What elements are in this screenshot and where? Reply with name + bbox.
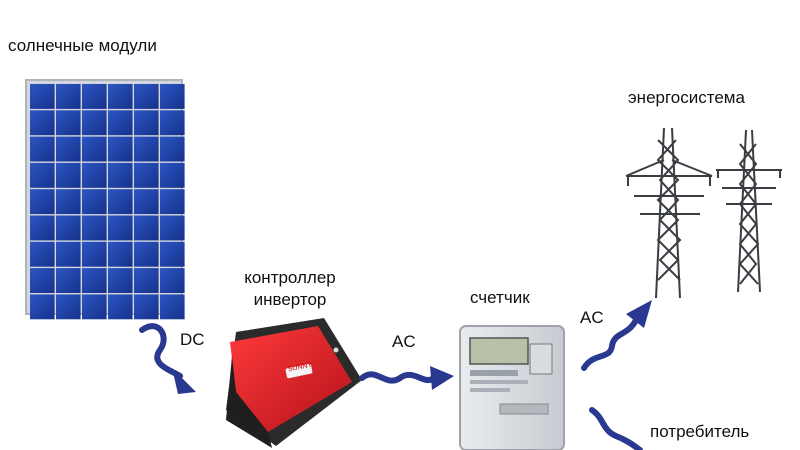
solar-cell [56,189,81,215]
solar-cell [108,268,133,293]
power-tower-2-icon [716,129,782,293]
dc-arrow-label: DC [180,330,205,349]
solar-cell [108,110,133,136]
solar-cell [82,162,107,188]
solar-cell [82,294,107,320]
solar-cell [134,162,159,188]
solar-cell [30,241,55,267]
inverter-icon [226,318,362,448]
ac-arrow-meter-grid-label: AC [580,308,604,327]
solar-cell [56,136,81,162]
ac-arrow-inverter-meter-icon [359,366,454,390]
solar-cell [82,110,107,136]
solar-cell [56,110,81,136]
solar-cell [134,294,159,320]
solar-cell [160,294,185,320]
meter-icon [459,325,565,450]
solar-cell [82,189,107,215]
solar-cell [30,294,55,320]
solar-cell [56,162,81,188]
solar-cell [160,110,185,136]
solar-cell [56,84,81,109]
solar-cell [30,215,55,241]
solar-cell [134,84,159,109]
solar-cell [134,268,159,293]
solar-modules-label: солнечные модули [8,36,157,55]
consumer-label: потребитель [650,422,750,441]
solar-cell [160,136,185,162]
solar-cell [134,215,159,241]
solar-cell [134,110,159,136]
solar-cell [108,215,133,241]
solar-cell [134,136,159,162]
solar-cell [82,84,107,109]
solar-cell [82,215,107,241]
solar-cell [108,241,133,267]
solar-cell [30,189,55,215]
solar-cell [108,189,133,215]
solar-cell [82,136,107,162]
solar-cell [56,215,81,241]
solar-cell [30,110,55,136]
solar-cell [160,241,185,267]
solar-cell [56,268,81,293]
solar-cell [30,268,55,293]
solar-cell [82,241,107,267]
solar-cell [82,268,107,293]
solar-cell [108,294,133,320]
controller-label-line1: контроллер [244,268,336,287]
solar-panel-icon [25,79,185,320]
solar-cell [108,84,133,109]
consumer-arrow-icon [589,407,643,450]
ac-arrow-inverter-meter-label: AC [392,332,416,351]
solar-cell [30,162,55,188]
grid-label: энергосистема [628,88,745,107]
solar-cell [56,241,81,267]
controller-label-line2: инвертор [253,290,327,309]
solar-cell [108,162,133,188]
solar-cell [160,189,185,215]
meter-label: счетчик [470,288,530,307]
dc-arrow-icon [139,323,196,394]
solar-cell [160,84,185,109]
solar-cell [134,189,159,215]
solar-cell [160,268,185,293]
solar-cell [56,294,81,320]
solar-cell [134,241,159,267]
power-tower-icon [625,127,713,299]
solar-cell [160,162,185,188]
solar-cell [30,84,55,109]
solar-cell [160,215,185,241]
solar-cell [108,136,133,162]
solar-cell [30,136,55,162]
ac-arrow-meter-grid-icon [581,300,652,371]
